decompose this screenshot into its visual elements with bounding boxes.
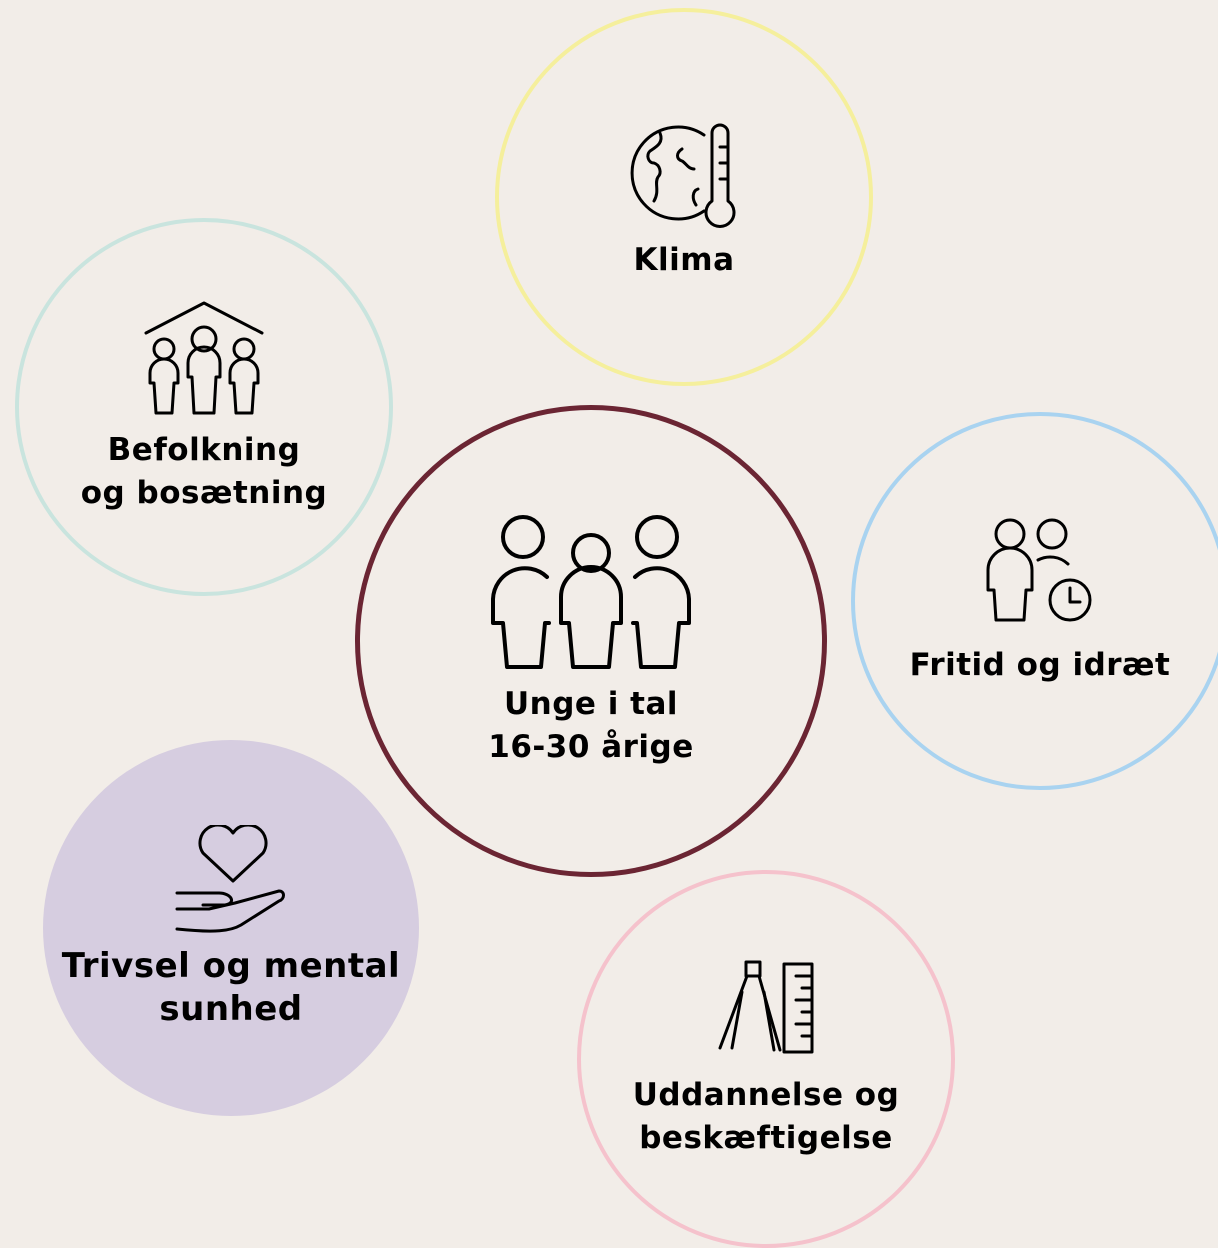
- topic-label: Uddannelse og beskæftigelse: [632, 1077, 900, 1156]
- topic-label: Klima: [633, 241, 735, 278]
- topic-label: Trivsel og mental sunhed: [61, 946, 401, 1029]
- heart-hand-icon: [175, 825, 285, 933]
- family-house-icon: [144, 301, 264, 415]
- topic-label: Unge i tal 16-30 årige: [488, 686, 694, 765]
- topic-uddannelse[interactable]: Uddannelse og beskæftigelse: [577, 870, 955, 1248]
- compass-ruler-icon: [718, 960, 814, 1054]
- topic-label: Fritid og idræt: [909, 646, 1171, 683]
- three-people-icon: [491, 515, 691, 669]
- topic-label: Befolkning og bosætning: [80, 432, 328, 511]
- topic-unge-i-tal[interactable]: Unge i tal 16-30 årige: [355, 405, 827, 877]
- globe-thermometer-icon: [630, 123, 736, 228]
- topic-trivsel[interactable]: Trivsel og mental sunhed: [43, 740, 419, 1116]
- topic-fritid[interactable]: Fritid og idræt: [851, 412, 1218, 790]
- topic-befolkning[interactable]: Befolkning og bosætning: [15, 218, 393, 596]
- topic-klima[interactable]: Klima: [495, 8, 873, 386]
- people-clock-icon: [986, 518, 1092, 621]
